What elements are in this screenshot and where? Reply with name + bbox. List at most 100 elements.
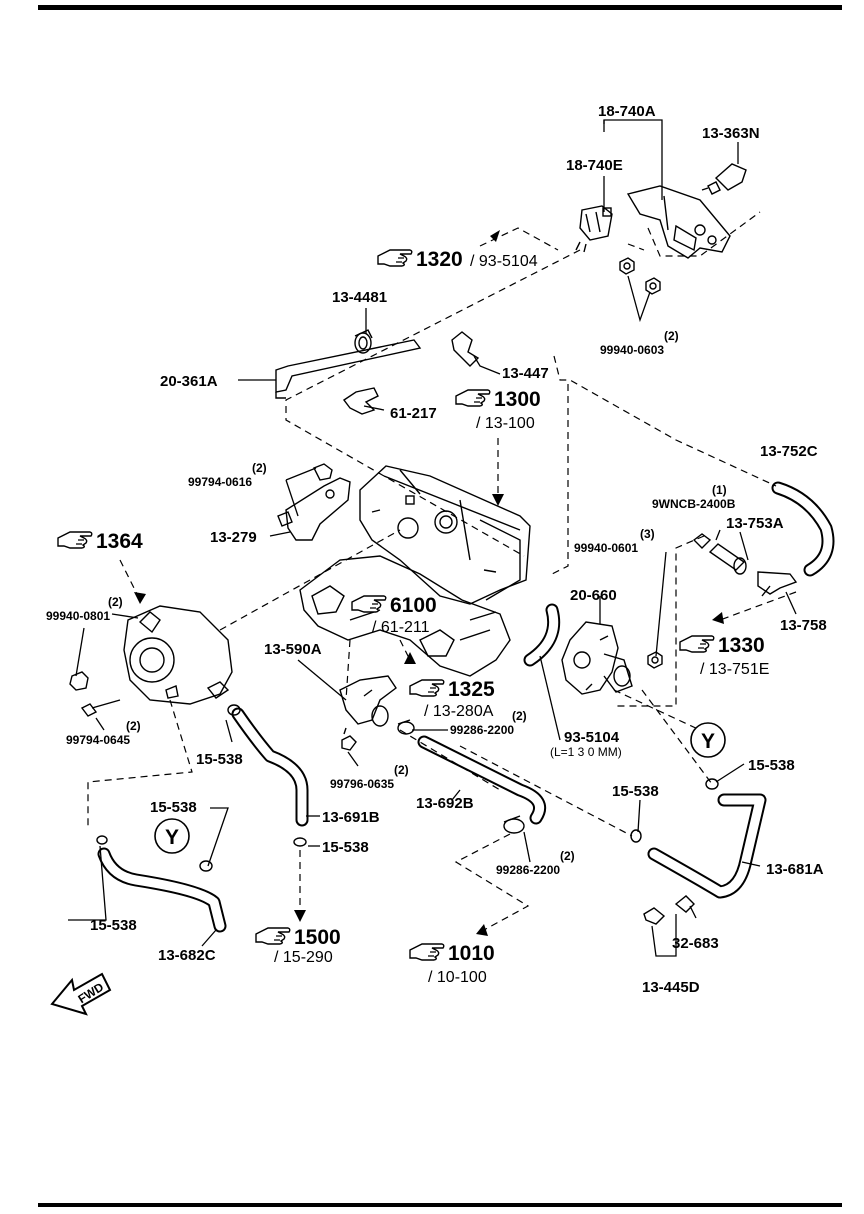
ref-1330: 1330 / 13-751E (679, 634, 769, 678)
clip-32-683 (674, 895, 695, 913)
fwd-arrow-icon: FWD (50, 972, 112, 1016)
solenoid-bracket (575, 185, 731, 259)
clamp-13-4481 (354, 329, 373, 354)
pipe-20-361A (275, 339, 422, 399)
label-13-4481: 13-4481 (332, 289, 387, 306)
label-9WNCB-2400B: 9WNCB-2400B (652, 497, 736, 511)
label-13-753A: 13-753A (726, 515, 784, 532)
ref-sub: / 10-100 (428, 969, 487, 986)
bolt-99796-0635 (341, 727, 357, 751)
label-99286-2200-a: 99286-2200 (450, 723, 514, 737)
qty-99794-0616: (2) (252, 461, 267, 475)
top-rule (38, 5, 842, 10)
pointing-hand-icon (679, 635, 715, 653)
label-13-590A: 13-590A (264, 641, 322, 658)
pointing-hand-icon (409, 943, 445, 961)
ref-1300: 1300 / 13-100 (455, 388, 541, 432)
pointing-hand-icon (455, 389, 491, 407)
label-32-683: 32-683 (672, 935, 719, 952)
housing-1364 (123, 605, 233, 705)
bolt-99794-0645 (80, 699, 121, 717)
ref-number: 6100 (390, 594, 437, 617)
ref-1320: 1320 / 93-5104 (377, 248, 538, 271)
leader-lines (68, 119, 797, 957)
ref-sub: / 13-100 (476, 415, 535, 432)
qty-99796-0635: (2) (394, 763, 409, 777)
pointing-hand-icon (57, 531, 93, 549)
clip-61-217 (342, 387, 379, 415)
label-15-538-f: 15-538 (90, 917, 137, 934)
ref-sub: / 15-290 (274, 949, 333, 966)
qty-99286-2200-b: (2) (560, 849, 575, 863)
qty-99940-0603: (2) (664, 329, 679, 343)
qty-9WNCB: (1) (712, 483, 727, 497)
label-99940-0801: 99940-0801 (46, 609, 110, 623)
label-13-692B: 13-692B (416, 795, 474, 812)
pointing-hand-icon (377, 249, 413, 267)
label-13-758: 13-758 (780, 617, 827, 634)
label-93-5104-length: (L=1 3 0 MM) (550, 745, 622, 759)
qty-99940-0801: (2) (108, 595, 123, 609)
label-15-538-d: 15-538 (150, 799, 197, 816)
ref-1364: 1364 (57, 530, 143, 553)
label-93-5104: 93-5104 (564, 729, 620, 746)
label-15-538-c: 15-538 (612, 783, 659, 800)
bottom-rule (38, 1203, 842, 1207)
ref-number: 1364 (96, 530, 143, 553)
marker-letter: Y (701, 730, 715, 753)
bolt-99940-0801 (69, 671, 89, 691)
vacuum-switch-13-363N (701, 163, 747, 195)
label-18-740A: 18-740A (598, 103, 656, 120)
label-13-279: 13-279 (210, 529, 257, 546)
clip-13-447 (451, 331, 480, 367)
qty-99794-0645: (2) (126, 719, 141, 733)
ref-1010: 1010 / 10-100 (409, 942, 495, 986)
ref-number: 1300 (494, 388, 541, 411)
label-13-752C: 13-752C (760, 443, 818, 460)
parts-artwork (69, 163, 835, 933)
clamp-99286-2200-b (503, 815, 525, 834)
ref-1325: 1325 / 13-280A (409, 678, 495, 720)
pointing-hand-icon (351, 595, 387, 613)
label-99794-0616: 99794-0616 (188, 475, 252, 489)
hose-13-691B (231, 707, 309, 827)
clamp-99286-2200-a (397, 719, 415, 735)
label-13-691B: 13-691B (322, 809, 380, 826)
ref-sub: / 13-751E (700, 661, 769, 678)
bracket-13-279 (277, 463, 351, 541)
ref-number: 1500 (294, 926, 341, 949)
ref-sub: / 61-211 (372, 619, 430, 636)
label-20-361A: 20-361A (160, 373, 218, 390)
qty-99286-2200-a: (2) (512, 709, 527, 723)
ref-number: 1010 (448, 942, 495, 965)
label-18-740E: 18-740E (566, 157, 623, 174)
hose-13-752C (771, 481, 835, 577)
hose-13-681A (647, 793, 767, 899)
label-99940-0603: 99940-0603 (600, 343, 664, 357)
water-outlet-20-660 (561, 621, 633, 695)
clip-13-445D (643, 907, 666, 925)
ref-number: 1330 (718, 634, 765, 657)
callouts: 18-740A 13-363N 18-740E 13-4481 20-361A … (46, 103, 827, 996)
label-13-681A: 13-681A (766, 861, 824, 878)
hose-13-682C (97, 847, 227, 933)
hose-93-5104 (523, 603, 561, 667)
ref-6100: 6100 / 61-211 (351, 594, 437, 636)
ref-1500: 1500 / 15-290 (255, 926, 341, 966)
marker-y-right: Y (690, 722, 726, 758)
ref-number: 1320 (416, 248, 463, 271)
intake-plenum-13-100 (359, 465, 531, 605)
hose-13-692B (417, 735, 546, 825)
label-13-447: 13-447 (502, 365, 549, 382)
label-61-217: 61-217 (390, 405, 437, 422)
nut-99940-0603 (619, 257, 661, 295)
label-15-538-b: 15-538 (748, 757, 795, 774)
label-99940-0601: 99940-0601 (574, 541, 638, 555)
pointing-hand-icon (409, 679, 445, 697)
fitting-13-758 (757, 571, 798, 597)
ref-sub: / 13-280A (424, 703, 494, 720)
nut-99940-0601 (647, 651, 663, 669)
marker-y-left: Y (154, 818, 190, 854)
label-13-445D: 13-445D (642, 979, 700, 996)
